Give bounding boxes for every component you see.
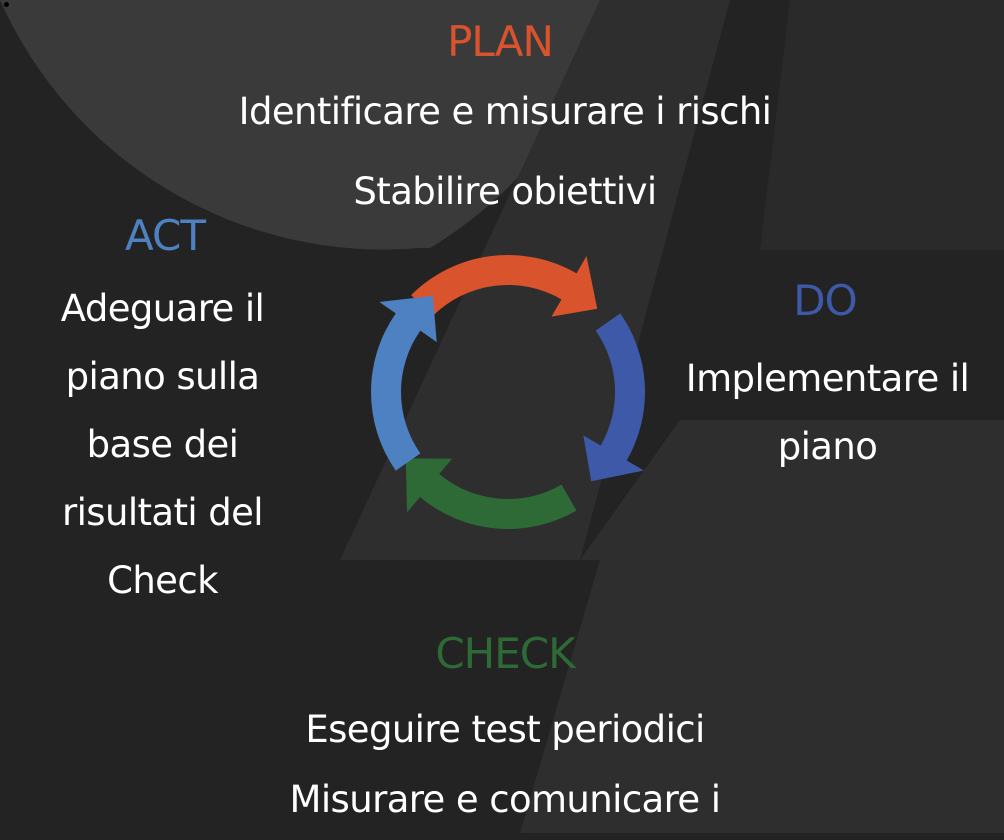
plan-line: Stabilire obiettivi bbox=[353, 170, 657, 213]
check-line: Eseguire test periodici bbox=[305, 708, 705, 751]
check-title: CHECK bbox=[435, 629, 575, 678]
do-description: Implementare il piano bbox=[655, 348, 1000, 484]
do-line: Implementare il bbox=[685, 357, 970, 400]
corner-dot bbox=[4, 2, 9, 7]
check-arrow bbox=[405, 458, 577, 529]
plan-description: Identificare e misurare i rischi Stabili… bbox=[150, 88, 860, 216]
plan-title: PLAN bbox=[447, 17, 554, 66]
do-title: DO bbox=[793, 276, 857, 325]
act-line: Adeguare il bbox=[60, 287, 265, 330]
act-description: Adeguare il piano sulla base dei risulta… bbox=[30, 278, 295, 618]
check-description: Eseguire test periodici Misurare e comun… bbox=[180, 700, 830, 840]
plan-line: Identificare e misurare i rischi bbox=[238, 90, 772, 133]
act-arrow bbox=[371, 295, 437, 471]
act-line: piano sulla bbox=[65, 355, 260, 398]
watermark-band-right bbox=[760, 0, 1004, 250]
do-arrow bbox=[583, 313, 646, 482]
watermark-bolt bbox=[340, 0, 1004, 833]
check-line: Misurare e comunicare i bbox=[289, 778, 721, 821]
act-title: ACT bbox=[125, 211, 206, 260]
act-line: base dei bbox=[86, 423, 239, 466]
watermark-circle bbox=[0, 0, 620, 250]
plan-arrow bbox=[411, 254, 598, 317]
act-line: Check bbox=[107, 559, 218, 602]
do-line: piano bbox=[777, 425, 878, 468]
act-line: risultati del bbox=[62, 491, 264, 534]
